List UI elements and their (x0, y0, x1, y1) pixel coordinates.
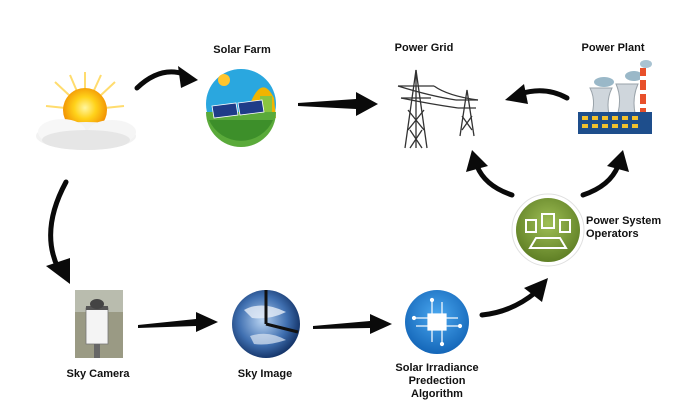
algorithm-label: Solar Irradiance Predection Algorithm (382, 362, 492, 401)
sky-image-label: Sky Image (237, 368, 293, 380)
power-grid-icon (397, 69, 479, 149)
arrow-sun-to-solar-farm (134, 66, 198, 91)
solar-farm-icon (206, 69, 276, 147)
arrow-solar-farm-to-grid (298, 92, 378, 116)
power-system-operators-label-line1: Power System (586, 215, 662, 227)
arrow-operators-to-grid (466, 150, 515, 198)
algorithm-label-line2: Predection (408, 375, 466, 387)
arrow-algorithm-to-operators (479, 278, 548, 318)
algorithm-label-line1: Solar Irradiance (395, 362, 479, 374)
power-system-operators-label-line2: Operators (586, 228, 639, 240)
power-grid-label: Power Grid (394, 42, 454, 54)
power-plant-label: Power Plant (581, 42, 645, 54)
power-system-operators-label: Power System Operators (586, 215, 666, 241)
arrow-plant-to-grid (505, 84, 570, 104)
operators-icon (511, 193, 585, 267)
arrow-sun-to-sky-camera (46, 179, 70, 284)
algorithm-chip-icon (405, 290, 469, 354)
algorithm-label-line3: Algorithm (411, 388, 463, 400)
sky-image-icon (232, 290, 300, 358)
arrow-camera-to-sky-image (138, 312, 218, 332)
arrow-operators-to-plant (580, 150, 629, 198)
sky-camera-label: Sky Camera (66, 368, 130, 380)
arrow-sky-image-to-algorithm (313, 314, 392, 334)
power-plant-icon (578, 60, 652, 134)
sky-camera-icon (75, 290, 123, 358)
sun-cloud-icon (36, 72, 136, 150)
solar-farm-label: Solar Farm (213, 44, 271, 56)
